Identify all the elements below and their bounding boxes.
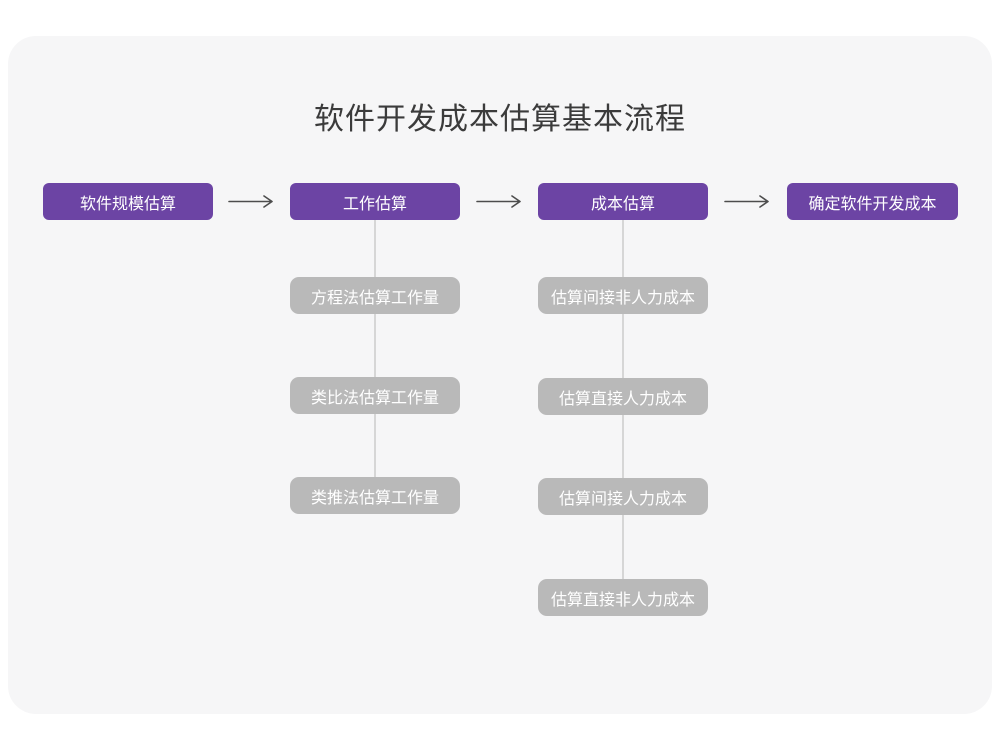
- substep-label: 估算直接人力成本: [558, 390, 687, 408]
- flow-step-label: 工作估算: [342, 195, 407, 213]
- right-arrow-icon: [228, 195, 273, 208]
- substep-label: 估算直接非人力成本: [550, 591, 695, 609]
- flow-step-label: 成本估算: [590, 195, 655, 213]
- flow-step-cost-estimation: 成本估算: [538, 183, 708, 220]
- background-card: [8, 36, 992, 714]
- cost-estimation-substep: 估算间接非人力成本: [538, 277, 708, 314]
- page-title: 软件开发成本估算基本流程: [314, 103, 686, 136]
- work-estimation-substep: 方程法估算工作量: [290, 277, 460, 314]
- cost-estimation-substep: 估算直接人力成本: [538, 378, 708, 415]
- work-estimation-substep: 类比法估算工作量: [290, 377, 460, 414]
- right-arrow-icon: [724, 195, 769, 208]
- flow-step-label: 软件规模估算: [79, 195, 176, 213]
- work-estimation-substep: 类推法估算工作量: [290, 477, 460, 514]
- cost-estimation-substep: 估算间接人力成本: [538, 478, 708, 515]
- right-arrow-icon: [476, 195, 521, 208]
- flow-step-determine-dev-cost: 确定软件开发成本: [787, 183, 958, 220]
- substep-label: 类推法估算工作量: [310, 489, 439, 507]
- flow-step-work-estimation: 工作估算: [290, 183, 460, 220]
- flow-step-software-scale-estimation: 软件规模估算: [43, 183, 213, 220]
- substep-label: 估算间接人力成本: [558, 490, 687, 508]
- branch-connector-line-work: [374, 218, 376, 496]
- substep-label: 类比法估算工作量: [310, 389, 439, 407]
- flow-step-label: 确定软件开发成本: [808, 195, 937, 213]
- substep-label: 估算间接非人力成本: [550, 289, 695, 307]
- cost-estimation-substep: 估算直接非人力成本: [538, 579, 708, 616]
- substep-label: 方程法估算工作量: [310, 289, 439, 307]
